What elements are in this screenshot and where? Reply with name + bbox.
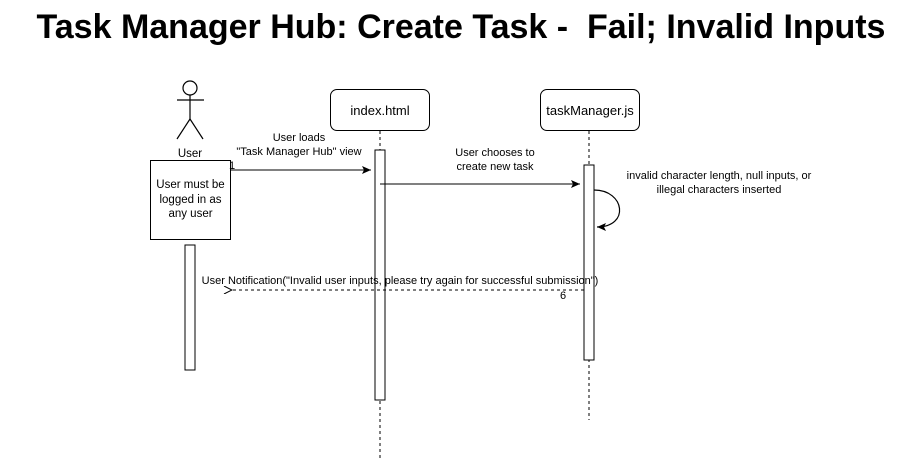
note-line: any user — [168, 208, 213, 221]
return-message-number: 6 — [559, 290, 567, 302]
participant-index-html: index.html — [330, 89, 430, 131]
user-activation-bar — [184, 244, 196, 371]
self-message-line: invalid character length, null inputs, o… — [626, 170, 812, 182]
message-1-label: User loads "Task Manager Hub" view — [219, 131, 379, 159]
message-1-line: "Task Manager Hub" view — [236, 146, 362, 158]
note-line: User must be — [156, 179, 225, 192]
return-message-label: User Notification("Invalid user inputs, … — [201, 275, 599, 287]
message-1-line: User loads — [272, 132, 326, 144]
user-actor-label: User — [177, 148, 203, 160]
self-message-line: illegal characters inserted — [656, 184, 782, 196]
participant-taskmanager-js: taskManager.js — [540, 89, 640, 131]
self-message-label: invalid character length, null inputs, o… — [609, 169, 829, 197]
precondition-note: User must be logged in as any user — [150, 160, 231, 240]
message-2-line: User chooses to — [455, 147, 535, 159]
message-2-line: create new task — [456, 161, 534, 173]
diagram-title: Task Manager Hub: Create Task - Fail; In… — [36, 8, 886, 46]
user-actor-icon — [176, 80, 204, 140]
message-1-number: 1 — [228, 160, 236, 172]
self-message-arrow — [593, 189, 621, 231]
message-2-label: User chooses to create new task — [415, 146, 575, 174]
index-html-activation-bar — [374, 149, 386, 401]
taskmanager-js-activation-bar — [583, 164, 595, 361]
note-line: logged in as — [159, 193, 222, 206]
